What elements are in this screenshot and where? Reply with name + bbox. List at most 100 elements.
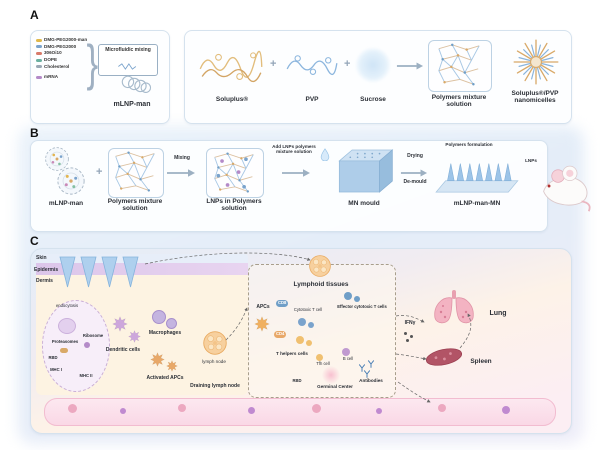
ribosome-icon	[84, 342, 90, 348]
endocytosis-label: endocytosis	[55, 303, 79, 308]
t-helper-cell-icon	[306, 340, 312, 346]
lipid-icon	[36, 38, 42, 42]
lipid-icon	[36, 51, 42, 55]
pvp-structure-icon	[284, 46, 340, 88]
lymphoid-tissues-label: Lymphoid tissues	[293, 281, 349, 288]
dendritic-cell-icon	[112, 316, 128, 332]
macrophage-icon	[152, 310, 166, 324]
blood-cell-icon	[438, 404, 446, 412]
germinal-center-label: Germinal Center	[317, 384, 353, 389]
lung-icon	[430, 290, 478, 328]
ribosome-label: Ribosome	[82, 333, 104, 338]
blood-cell-icon	[178, 404, 186, 412]
arrow-icon	[400, 168, 428, 178]
polymers-mixture-label-a: Polymers mixture solution	[431, 94, 487, 109]
blood-vessel	[44, 398, 556, 426]
ingredient-row: Cholesterol	[36, 64, 88, 69]
mn-mould-icon	[332, 146, 396, 196]
apcs-label: APCs	[256, 304, 270, 310]
lnps-label: LNPs	[525, 158, 537, 163]
ingredient-label: DMG-PEG2000-man	[44, 37, 88, 42]
cd4-badge: CD4	[274, 331, 287, 338]
arrow-icon	[396, 61, 424, 71]
panel-a-label: A	[30, 8, 39, 22]
activated-apcs-label: Activated APCs	[146, 375, 184, 381]
brace-icon: }	[86, 35, 99, 91]
skin-label: Skin	[36, 255, 47, 261]
lymph-node-label: lymph node	[202, 359, 226, 364]
ingredient-list: DMG-PEG2000-man DMG-PEG2000 306Oi10 DOPE…	[36, 37, 88, 81]
mlnp-man-label-a: mLNP-man	[113, 101, 151, 108]
effector-cell-icon	[354, 296, 360, 302]
b-cell-icon	[342, 348, 350, 356]
lung-label: Lung	[489, 310, 507, 317]
spleen-label: Spleen	[470, 358, 492, 365]
germinal-center-icon	[322, 366, 340, 384]
ingredient-row: DMG-PEG2000	[36, 44, 88, 49]
antibody-icon	[363, 370, 371, 378]
mlnp-man-label-b: mLNP-man	[48, 200, 84, 207]
blood-cell-icon	[120, 408, 126, 414]
polymer-mesh-icon	[115, 150, 155, 193]
apc-cell-icon	[254, 316, 270, 332]
mrna-icon	[36, 75, 42, 79]
drying-label: Drying	[407, 153, 423, 159]
draining-lymph-node-label: Draining lymph node	[190, 383, 240, 389]
lipid-icon	[36, 65, 42, 69]
antibodies-label: Antibodies	[359, 378, 383, 383]
soluplus-label: Soluplus®	[215, 96, 249, 103]
ingredient-row: mRNA	[36, 74, 88, 79]
plus-sign: +	[344, 58, 351, 70]
plus-sign: +	[96, 166, 103, 178]
ifn-gamma-label: IFNγ	[404, 320, 416, 326]
lnp-vesicle-icon	[56, 166, 86, 196]
microfluidic-mixing-box: Microfluidic mixing	[98, 44, 158, 76]
mhc-i-label: MHC I	[50, 367, 62, 372]
droplet-icon	[320, 148, 330, 161]
cytotoxic-t-cell-icon	[298, 318, 306, 326]
t-helper-cell-icon	[296, 336, 304, 344]
lipid-icon	[36, 58, 42, 62]
rbd-label: RBD	[48, 355, 58, 360]
dermis-label: Dermis	[36, 278, 53, 284]
add-lnps-label: Add LNPs polymers mixture solution	[272, 144, 316, 155]
proteasomes-label: Proteasomes	[51, 339, 79, 344]
plus-sign: +	[270, 58, 277, 70]
polymers-mixture-icon-b	[108, 148, 164, 198]
macrophage-icon	[166, 318, 177, 329]
skin-surface-layer	[36, 254, 248, 264]
ifn-dot-icon	[406, 339, 409, 342]
polymers-formulation-label: Polymers formulation	[445, 142, 493, 147]
ingredient-label: mRNA	[44, 74, 59, 80]
nucleus-icon	[58, 318, 76, 334]
t-helpers-label: T helpers cells	[276, 351, 308, 356]
lymphoid-node-icon	[308, 254, 332, 278]
blood-cell-icon	[248, 407, 255, 414]
polymers-mixture-icon-a	[428, 40, 492, 92]
blood-cell-icon	[376, 408, 382, 414]
ingredient-row: 306Oi10	[36, 50, 88, 55]
ingredient-row: DMG-PEG2000-man	[36, 37, 88, 42]
tfh-cell-label: Tfh cell	[316, 361, 330, 366]
nanomicelles-label: Soluplus®/PVP nanomicelles	[511, 90, 559, 105]
ingredient-row: DOPE	[36, 57, 88, 62]
arrow-icon	[268, 168, 324, 178]
lymph-node-icon	[202, 330, 228, 356]
activated-apc-icon	[150, 352, 165, 367]
microfluidic-channel-icon	[117, 63, 139, 70]
mn-mould-label: MN mould	[348, 200, 380, 207]
ingredient-label: DMG-PEG2000	[44, 43, 77, 49]
polymer-mesh-icon	[438, 42, 480, 87]
mlnp-man-mn-label: mLNP-man-MN	[453, 200, 501, 207]
lnp-dots-icon	[216, 157, 248, 189]
cytotoxic-t-cell-label: Cytotoxic T cell	[293, 307, 323, 312]
macrophages-label: Macrophages	[148, 330, 182, 336]
transfected-cell	[42, 300, 110, 392]
ifn-dot-icon	[404, 332, 407, 335]
soluplus-structure-icon	[196, 40, 266, 90]
ingredient-label: DOPE	[44, 57, 58, 63]
panel-b-label: B	[30, 126, 39, 140]
microneedle-array-icon	[432, 156, 520, 194]
tfh-cell-icon	[316, 354, 323, 361]
activated-apc-icon	[166, 360, 178, 372]
